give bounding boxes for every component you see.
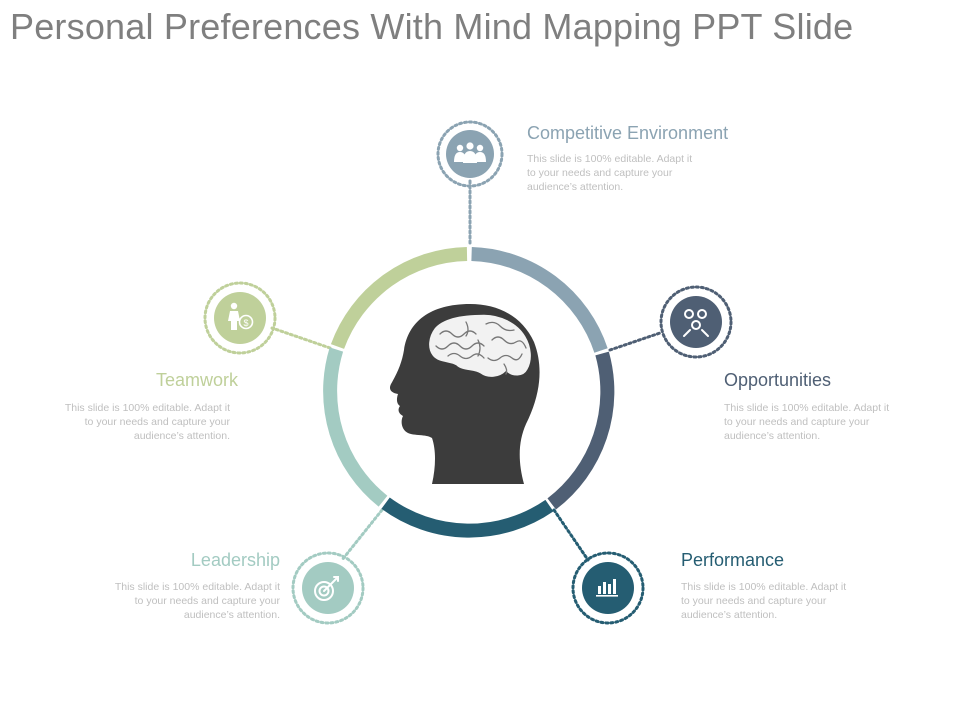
competitive-label: Competitive Environment	[527, 123, 729, 143]
ring-segment-leadership	[323, 347, 388, 507]
connector-opportunities	[608, 331, 662, 352]
node-teamwork: $	[203, 281, 277, 355]
node-leadership	[291, 551, 365, 625]
ring-segment-teamwork	[330, 247, 468, 349]
node-competitive	[436, 120, 504, 188]
head-brain-icon	[389, 304, 540, 484]
connector-leadership	[340, 508, 384, 562]
slide-title: Personal Preferences With Mind Mapping P…	[10, 6, 854, 47]
ring-segment-competitive	[471, 247, 608, 353]
brain-icon	[427, 313, 533, 379]
node-performance	[571, 551, 645, 625]
competitive-description: This slide is 100% editable. Adapt it to…	[527, 153, 693, 193]
ring	[323, 247, 615, 538]
connectors	[270, 179, 662, 562]
ring-segment-performance	[381, 497, 554, 538]
ring-segment-opportunities	[547, 351, 615, 510]
teamwork-description: This slide is 100% editable. Adapt it to…	[64, 402, 230, 442]
teamwork-label: Teamwork	[155, 370, 238, 390]
node-opportunities	[659, 285, 733, 359]
gears-icon	[683, 309, 709, 337]
leadership-label: Leadership	[190, 550, 280, 570]
leadership-description: This slide is 100% editable. Adapt it to…	[114, 581, 280, 621]
opportunities-description: This slide is 100% editable. Adapt it to…	[724, 402, 890, 442]
target-icon	[314, 576, 339, 601]
connector-teamwork	[270, 326, 332, 350]
performance-label: Performance	[681, 550, 785, 570]
connector-performance	[552, 508, 590, 562]
opportunities-label: Opportunities	[724, 370, 832, 390]
bar-chart-icon	[596, 579, 618, 597]
money-person-icon: $	[228, 302, 254, 330]
svg-text:$: $	[243, 318, 248, 328]
performance-description: This slide is 100% editable. Adapt it to…	[681, 581, 847, 621]
team-icon	[454, 142, 486, 163]
